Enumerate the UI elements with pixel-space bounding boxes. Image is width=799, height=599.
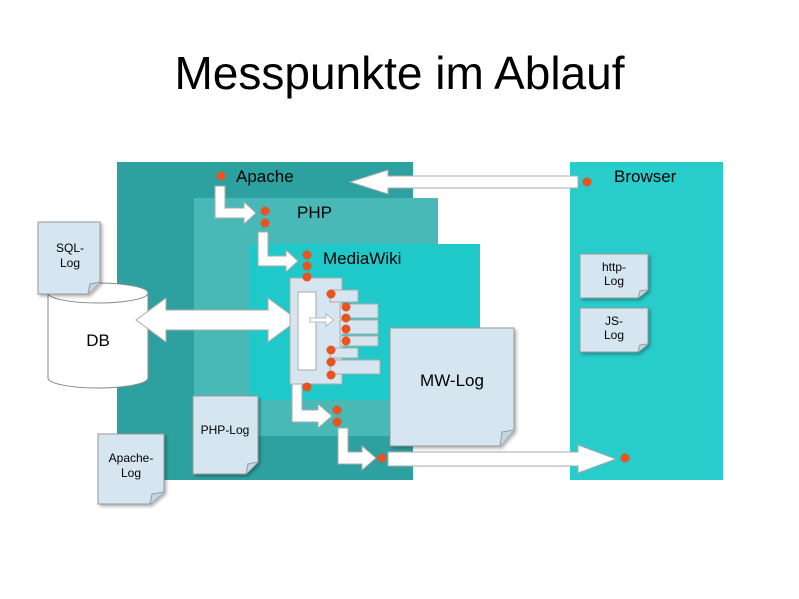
measure-point	[302, 272, 312, 282]
measure-point	[302, 250, 312, 260]
mediawiki-to-php-elbow-arrow	[291, 383, 333, 430]
mediawiki-label: MediaWiki	[323, 249, 401, 268]
sql-log-label-line1: SQL-	[56, 241, 84, 255]
measure-point	[260, 206, 270, 216]
mw-log-label: MW-Log	[420, 371, 484, 390]
apache-label: Apache	[236, 167, 294, 186]
measure-point	[332, 405, 342, 415]
db-label: DB	[86, 331, 110, 350]
measure-point	[620, 453, 630, 463]
measure-point	[341, 324, 351, 334]
http-log-note	[579, 253, 649, 299]
measure-point	[332, 417, 342, 427]
php-label: PHP	[297, 203, 332, 222]
browser-to-apache-arrow	[348, 169, 579, 195]
php-to-apache-elbow-arrow	[337, 427, 377, 472]
apache-to-php-elbow-arrow	[214, 185, 257, 226]
js-log-label-line1: JS-	[605, 314, 623, 328]
measure-point	[341, 302, 351, 312]
mw-log-note	[389, 327, 515, 447]
php-log-label: PHP-Log	[201, 423, 250, 437]
slide-title: Messpunkte im Ablauf	[174, 47, 625, 99]
module-core	[297, 291, 317, 371]
measure-point	[326, 370, 336, 380]
database-cylinder: DB	[47, 282, 149, 389]
module-tab	[339, 335, 379, 347]
measurement-points	[216, 171, 630, 463]
measure-point	[582, 177, 592, 187]
apache-log-label-line1: Apache-	[109, 451, 154, 465]
browser-label: Browser	[614, 167, 677, 186]
measure-point	[341, 336, 351, 346]
js-log-label-line2: Log	[604, 328, 624, 342]
php-to-mediawiki-elbow-arrow	[257, 231, 299, 274]
measure-point	[326, 357, 336, 367]
measure-point	[377, 453, 387, 463]
measure-point	[341, 313, 351, 323]
measure-point	[216, 171, 226, 181]
php-log-note	[192, 395, 259, 475]
apache-log-label-line2: Log	[121, 466, 141, 480]
measure-point	[260, 218, 270, 228]
internal-small-arrow	[309, 313, 335, 327]
measure-point	[326, 289, 336, 299]
measure-point	[326, 345, 336, 355]
sql-log-label-line2: Log	[60, 256, 80, 270]
http-log-label-line1: http-	[602, 260, 626, 274]
apache-log-note	[97, 433, 165, 505]
measure-point	[302, 382, 312, 392]
measure-point	[302, 261, 312, 271]
sql-log-note	[37, 221, 101, 295]
http-log-label-line2: Log	[604, 274, 624, 288]
response-to-browser-arrow	[387, 444, 618, 474]
js-log-note	[579, 307, 649, 353]
module-tab	[329, 359, 381, 375]
